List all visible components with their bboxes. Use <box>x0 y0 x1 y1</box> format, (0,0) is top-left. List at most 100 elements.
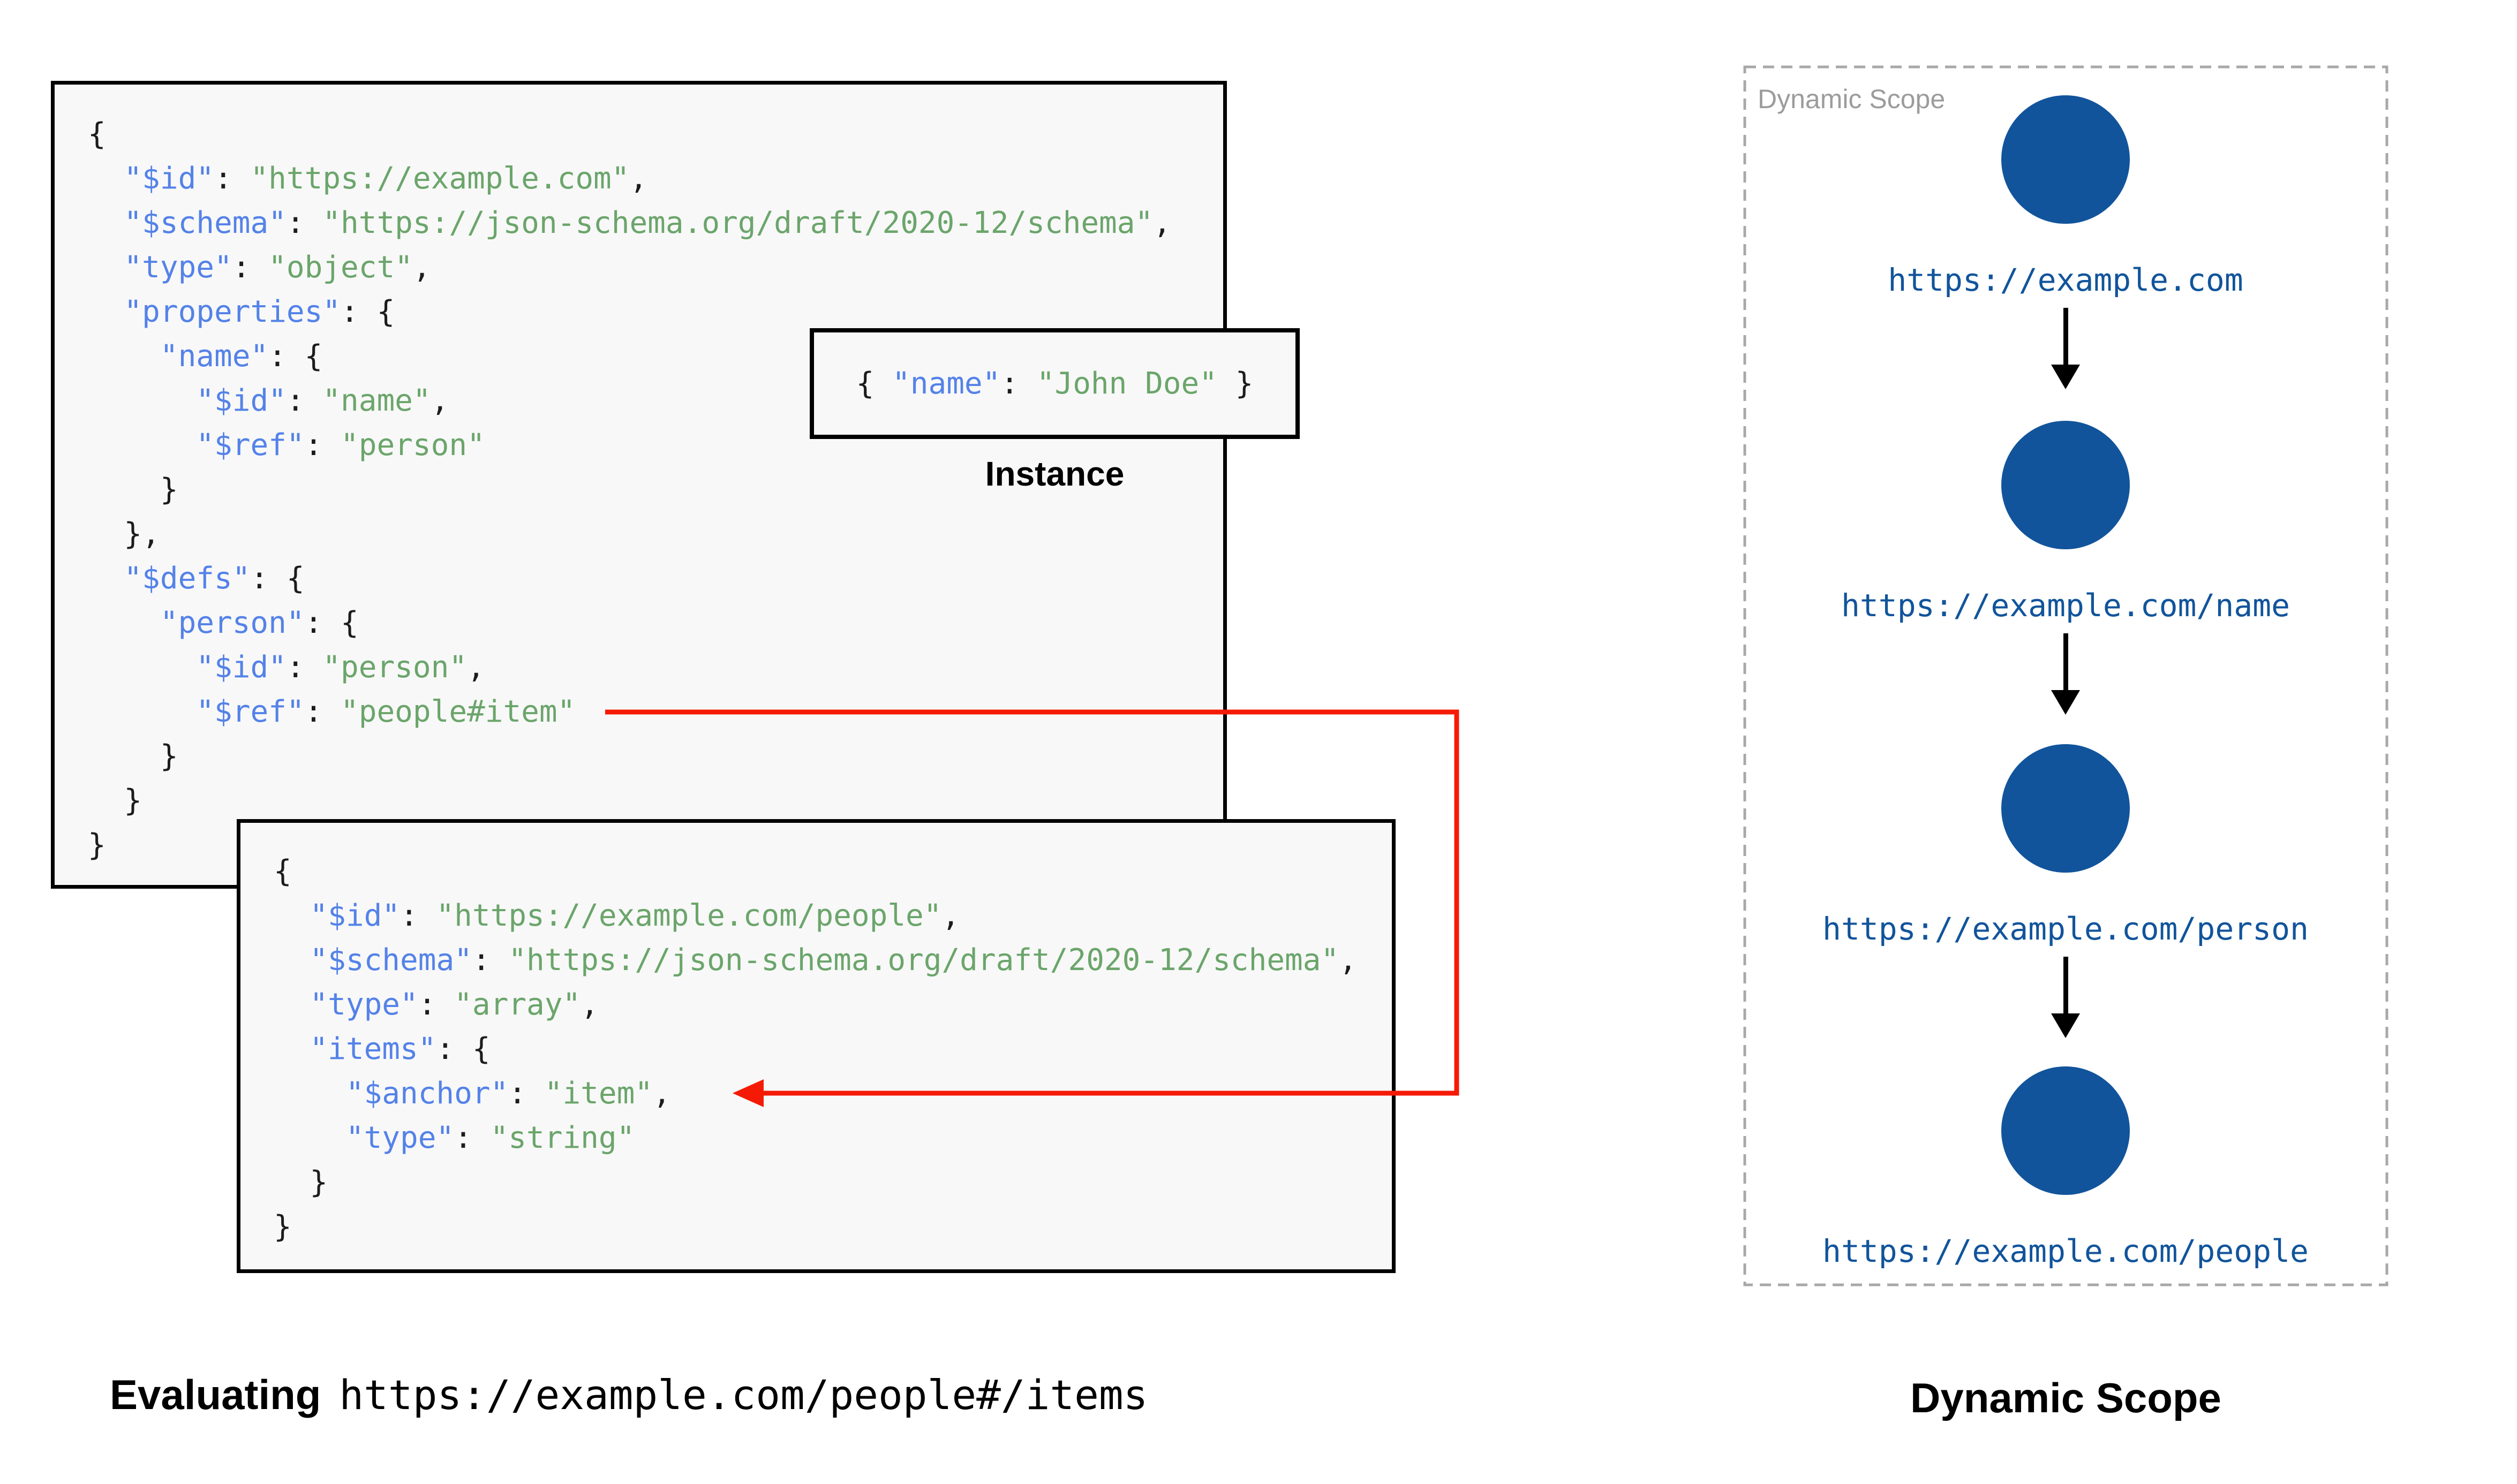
code-token <box>274 1120 346 1155</box>
code-token: : { <box>250 561 305 596</box>
code-token: , <box>431 383 449 418</box>
code-token: : <box>304 694 341 729</box>
code-token: , <box>629 161 648 196</box>
code-line: "$ref": "people#item" <box>88 690 1223 734</box>
scope-node-circle <box>2001 95 2130 224</box>
instance-code: { "name": "John Doe" } <box>856 361 1254 406</box>
code-token: "person" <box>341 428 485 463</box>
code-line: "$schema": "https://json-schema.org/draf… <box>88 201 1223 245</box>
code-token: : { <box>304 605 359 640</box>
code-token: : <box>304 428 341 463</box>
code-token: "https://example.com" <box>250 161 630 196</box>
code-token: } <box>88 783 142 818</box>
code-token: : <box>472 943 509 978</box>
scope-node-url: https://example.com/person <box>1822 911 2309 947</box>
code-line: } <box>274 1160 1392 1205</box>
code-line: } <box>88 734 1223 778</box>
code-token: "$ref" <box>196 428 305 463</box>
code-token: : <box>286 383 323 418</box>
code-token <box>88 294 124 329</box>
down-arrow-icon <box>2063 308 2068 365</box>
code-line: "type": "array", <box>274 982 1392 1027</box>
code-token: } <box>88 739 178 774</box>
code-token: : <box>1000 366 1037 401</box>
code-token: "https://json-schema.org/draft/2020-12/s… <box>508 943 1339 978</box>
code-line: { "name": "John Doe" } <box>856 361 1254 406</box>
code-line: "$id": "person", <box>88 645 1223 690</box>
code-token: { <box>274 854 292 889</box>
code-line: } <box>88 467 1223 512</box>
code-token: : <box>454 1120 491 1155</box>
code-line: "$schema": "https://json-schema.org/draf… <box>274 938 1392 982</box>
code-line: "$defs": { <box>88 556 1223 601</box>
code-token: "name" <box>160 339 269 374</box>
code-line: "$anchor": "item", <box>274 1071 1392 1116</box>
evaluating-caption-prefix: Evaluating <box>110 1371 321 1418</box>
code-token <box>88 605 160 640</box>
code-token <box>88 650 196 685</box>
code-token: "name" <box>322 383 431 418</box>
code-token: "array" <box>454 987 581 1022</box>
code-line: "type": "object", <box>88 245 1223 290</box>
code-token: "John Doe" <box>1036 366 1217 401</box>
code-token: : { <box>341 294 395 329</box>
code-token: , <box>467 650 485 685</box>
code-line: "properties": { <box>88 290 1223 334</box>
code-token: : { <box>436 1032 491 1066</box>
code-line: } <box>88 823 1223 867</box>
down-arrow-head-icon <box>2051 690 2080 715</box>
code-token: "name" <box>892 366 1001 401</box>
code-line: "type": "string" <box>274 1116 1392 1160</box>
code-line: "name": { <box>88 334 1223 378</box>
code-line: "$id": "name", <box>88 378 1223 423</box>
code-token: { <box>88 117 106 152</box>
code-token <box>274 987 310 1022</box>
people-schema-code: { "$id": "https://example.com/people", "… <box>240 823 1392 1249</box>
code-token: "person" <box>322 650 468 685</box>
scope-node-url: https://example.com/name <box>1841 587 2290 624</box>
code-line: "items": { <box>274 1027 1392 1071</box>
code-token: "$defs" <box>124 561 251 596</box>
code-token: } <box>274 1209 292 1244</box>
code-token <box>88 206 124 240</box>
down-arrow-icon <box>2063 957 2068 1013</box>
evaluating-caption-uri: https://example.com/people#/items <box>339 1371 1148 1419</box>
code-token: "$schema" <box>124 206 287 240</box>
scope-node-url: https://example.com/people <box>1822 1233 2309 1269</box>
code-token: { <box>856 366 893 401</box>
code-token: : <box>418 987 455 1022</box>
code-line: } <box>274 1205 1392 1249</box>
code-token: "type" <box>345 1120 455 1155</box>
code-token: , <box>412 250 431 285</box>
code-line: "$id": "https://example.com", <box>88 156 1223 201</box>
code-token: : <box>286 206 323 240</box>
code-token: "type" <box>124 250 232 285</box>
code-token: : <box>214 161 251 196</box>
down-arrow-head-icon <box>2051 365 2080 389</box>
people-schema-box: { "$id": "https://example.com/people", "… <box>237 819 1396 1273</box>
dynamic-scope-caption: Dynamic Scope <box>1910 1374 2221 1421</box>
code-token: "person" <box>160 605 305 640</box>
code-token: "$id" <box>196 650 287 685</box>
code-token: }, <box>88 517 160 551</box>
code-token: , <box>581 987 599 1022</box>
code-token <box>88 694 196 729</box>
code-line: "person": { <box>88 601 1223 645</box>
code-token <box>88 161 124 196</box>
scope-node-circle <box>2001 744 2130 873</box>
code-line: "$ref": "person" <box>88 423 1223 467</box>
code-token <box>274 1076 346 1111</box>
scope-node-url: https://example.com <box>1888 262 2243 298</box>
dynamic-scope-panel-title: Dynamic Scope <box>1758 84 1946 114</box>
code-token: "$id" <box>196 383 287 418</box>
code-token: "properties" <box>124 294 341 329</box>
code-token: } <box>88 828 106 862</box>
code-token: "$id" <box>310 898 401 933</box>
code-token <box>88 250 124 285</box>
code-token: "$ref" <box>196 694 305 729</box>
scope-node-circle <box>2001 421 2130 549</box>
code-line: { <box>274 849 1392 894</box>
evaluating-caption: Evaluating https://example.com/people#/i… <box>110 1371 1148 1419</box>
code-token: } <box>1217 366 1254 401</box>
